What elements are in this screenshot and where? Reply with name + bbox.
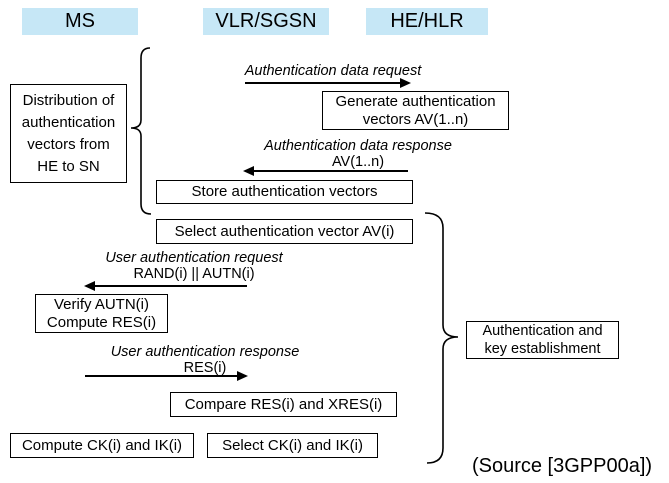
actor-ms-label: MS bbox=[65, 10, 95, 32]
message-auth-data-response-title: Authentication data response bbox=[264, 138, 452, 154]
box-compare-label: Compare RES(i) and XRES(i) bbox=[184, 395, 383, 413]
box-select-vector-label: Select authentication vector AV(i) bbox=[174, 222, 395, 240]
box-generate-line1: Generate authentication bbox=[335, 92, 496, 110]
actor-he-hlr: HE/HLR bbox=[366, 8, 488, 35]
phase-auth-key-line1: Authentication and bbox=[482, 323, 603, 339]
arrowhead-right-icon bbox=[237, 371, 248, 381]
box-verify-line2: Compute RES(i) bbox=[46, 313, 157, 331]
phase-distribution-line4: HE to SN bbox=[37, 157, 100, 175]
message-user-auth-request-title: User authentication request bbox=[105, 250, 283, 266]
message-user-auth-response-title: User authentication response bbox=[110, 344, 300, 360]
phase-label-distribution: Distribution of authentication vectors f… bbox=[10, 84, 127, 183]
message-auth-data-request: Authentication data request bbox=[233, 63, 433, 79]
arrow-user-auth-request bbox=[84, 281, 247, 291]
actor-vlr-sgsn-label: VLR/SGSN bbox=[215, 10, 317, 32]
phase-label-auth-key-establishment: Authentication and key establishment bbox=[466, 321, 619, 359]
box-compare-res: Compare RES(i) and XRES(i) bbox=[170, 392, 397, 417]
left-brace bbox=[130, 47, 152, 215]
phase-distribution-line3: vectors from bbox=[27, 135, 110, 153]
message-user-auth-request-param: RAND(i) || AUTN(i) bbox=[133, 266, 255, 282]
arrow-auth-data-request bbox=[245, 78, 411, 88]
message-user-auth-response: User authentication response RES(i) bbox=[105, 344, 305, 376]
box-compute-ck-ik-label: Compute CK(i) and IK(i) bbox=[21, 436, 183, 454]
box-select-vector: Select authentication vector AV(i) bbox=[156, 219, 413, 244]
source-note: (Source [3GPP00a]) bbox=[471, 455, 653, 477]
phase-auth-key-line2: key establishment bbox=[484, 341, 601, 357]
box-generate-line2: vectors AV(1..n) bbox=[362, 110, 469, 128]
box-select-ck-ik-label: Select CK(i) and IK(i) bbox=[222, 436, 363, 454]
box-store-vectors: Store authentication vectors bbox=[156, 180, 413, 204]
message-auth-data-response-param: AV(1..n) bbox=[331, 154, 385, 170]
arrowhead-right-icon bbox=[400, 78, 411, 88]
actor-vlr-sgsn: VLR/SGSN bbox=[203, 8, 329, 35]
box-select-ck-ik: Select CK(i) and IK(i) bbox=[207, 433, 378, 458]
actor-ms: MS bbox=[22, 8, 138, 35]
arrowhead-left-icon bbox=[84, 281, 95, 291]
message-user-auth-request: User authentication request RAND(i) || A… bbox=[94, 250, 294, 282]
arrow-auth-data-response bbox=[243, 166, 408, 176]
message-auth-data-response: Authentication data response AV(1..n) bbox=[252, 138, 464, 170]
box-store-label: Store authentication vectors bbox=[191, 183, 378, 200]
arrowhead-left-icon bbox=[243, 166, 254, 176]
message-user-auth-response-param: RES(i) bbox=[183, 360, 227, 376]
box-verify-line1: Verify AUTN(i) bbox=[53, 295, 149, 313]
arrow-user-auth-response bbox=[85, 371, 248, 381]
actor-he-hlr-label: HE/HLR bbox=[390, 10, 464, 32]
right-brace bbox=[424, 212, 459, 464]
box-verify-autn: Verify AUTN(i) Compute RES(i) bbox=[35, 294, 168, 333]
phase-distribution-line2: authentication bbox=[21, 113, 116, 131]
phase-distribution-line1: Distribution of bbox=[22, 91, 115, 109]
message-auth-data-request-title: Authentication data request bbox=[244, 63, 422, 79]
box-compute-ck-ik: Compute CK(i) and IK(i) bbox=[10, 433, 194, 458]
box-generate-vectors: Generate authentication vectors AV(1..n) bbox=[322, 91, 509, 130]
